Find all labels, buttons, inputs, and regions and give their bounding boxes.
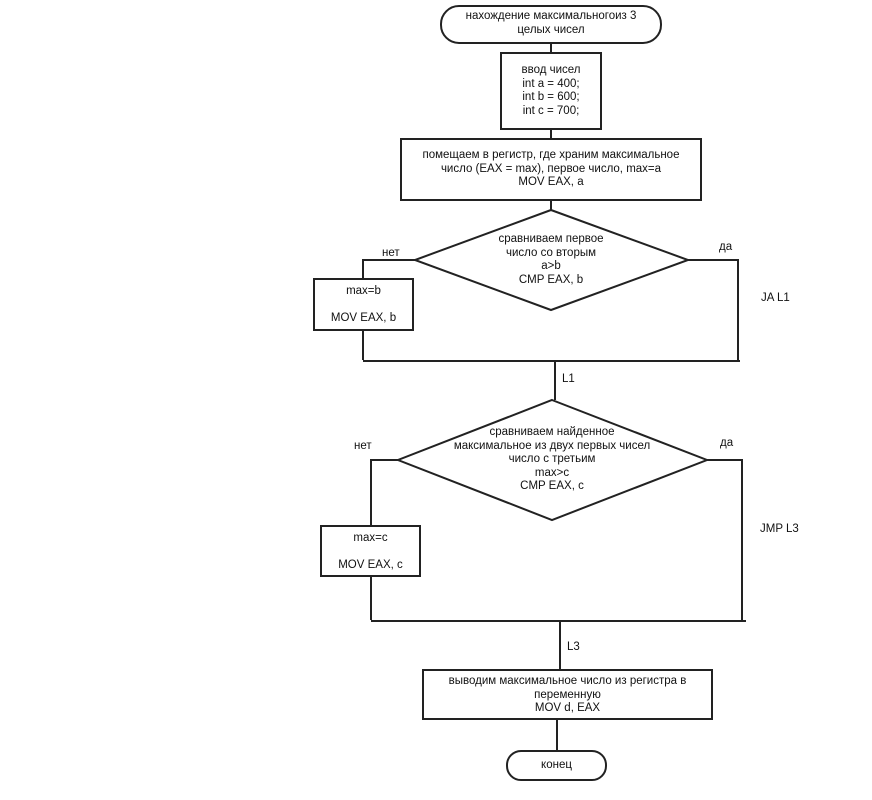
end-line: конец — [541, 759, 572, 771]
input-line: ввод чисел — [521, 64, 581, 76]
output-text: выводим максимальное число из регистра в… — [423, 675, 712, 716]
merge2-label: L3 — [567, 641, 580, 653]
decision2-yes-label: да — [720, 437, 734, 449]
box-c-text: max=c MOV EAX, c — [321, 532, 420, 573]
decision2-diamond — [395, 398, 710, 522]
input-text: ввод чисел int a = 400; int b = 600; int… — [501, 64, 601, 118]
box-c-line: MOV EAX, c — [338, 559, 403, 571]
decision2-jump-label: JMP L3 — [760, 523, 799, 535]
decision1-diamond — [412, 208, 691, 312]
decision2-text: сравниваем найденное максимальное из дву… — [427, 426, 677, 494]
start-line: нахождение максимальногоиз 3 — [465, 10, 637, 22]
decision1-jump-label: JA L1 — [761, 292, 790, 304]
assign-line: MOV EAX, a — [518, 176, 584, 188]
assign-text: помещаем в регистр, где храним максималь… — [401, 149, 701, 190]
input-line: int b = 600; — [522, 91, 580, 103]
input-box — [500, 52, 602, 130]
decision1-line: CMP EAX, b — [518, 273, 584, 286]
end-text: конец — [507, 759, 606, 773]
assign-box — [400, 138, 702, 201]
output-box — [422, 669, 713, 720]
output-line: переменную — [534, 688, 601, 701]
output-line: выводим максимальное число из регистра в — [448, 675, 687, 687]
box-b-line: MOV EAX, b — [330, 312, 397, 324]
input-line: int a = 400; — [522, 77, 580, 90]
decision1-line: a>b — [541, 260, 561, 272]
merge1-label: L1 — [562, 373, 575, 385]
box-c — [320, 525, 421, 577]
decision1-line: сравниваем первое — [498, 233, 604, 245]
output-line: MOV d, EAX — [534, 702, 601, 714]
branch-yes-1 — [688, 259, 739, 360]
end-terminator — [506, 750, 607, 781]
decision2-no-label: нет — [354, 440, 372, 452]
box-c-line — [321, 546, 420, 560]
box-b — [313, 278, 414, 331]
input-line: int c = 700; — [522, 104, 580, 117]
assign-line: помещаем в регистр, где храним максималь… — [422, 149, 680, 161]
decision1-yes-label: да — [719, 241, 733, 253]
decision2-line: число с третьим — [508, 453, 596, 465]
box-b-line — [314, 299, 413, 313]
decision1-text: сравниваем первое число со вторым a>b CM… — [451, 233, 651, 287]
decision1-line: число со вторым — [505, 246, 597, 259]
start-line: целых чисел — [517, 23, 585, 36]
decision2-line: максимальное из двух первых чисел — [453, 439, 651, 452]
box-b-line: max=b — [346, 285, 381, 297]
decision1-no-label: нет — [382, 247, 400, 259]
decision2-line: сравниваем найденное — [489, 426, 615, 438]
box-b-text: max=b MOV EAX, b — [314, 285, 413, 326]
assign-line: число (EAX = max), первое число, max=a — [440, 162, 662, 175]
start-terminator — [440, 5, 662, 44]
decision2-line: max>c — [534, 466, 570, 479]
branch-yes-2 — [707, 459, 743, 620]
box-c-line: max=c — [353, 532, 388, 544]
start-text: нахождение максимальногоиз 3 целых чисел — [441, 10, 661, 37]
decision2-line: CMP EAX, c — [520, 480, 584, 492]
